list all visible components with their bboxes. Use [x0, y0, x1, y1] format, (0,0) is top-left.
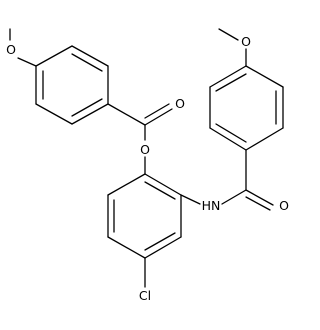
bond: [144, 232, 176, 251]
bond: [218, 28, 239, 41]
bond: [245, 127, 284, 151]
bond: [71, 103, 109, 125]
bond: [144, 108, 173, 126]
bonds: [9, 28, 284, 288]
structure-diagram: O O O HN O O Cl: [6, 28, 289, 303]
bond: [17, 57, 37, 67]
bond: [209, 65, 247, 88]
bond: [144, 103, 170, 119]
bond: [245, 189, 274, 206]
oxygen-methoxy-left-label: O: [6, 42, 16, 57]
bond: [215, 123, 247, 143]
bond: [107, 236, 146, 259]
oxygen-methoxy-right-label: O: [241, 34, 251, 49]
bond: [144, 173, 182, 196]
atom-labels: O O O HN O O Cl: [6, 34, 289, 303]
oxygen-carbonyl-ester-label: O: [175, 96, 185, 111]
bond: [245, 196, 271, 211]
bond: [71, 53, 103, 72]
bond: [245, 65, 284, 88]
bond: [221, 189, 247, 205]
oxygen-ester-label: O: [140, 142, 150, 157]
bond: [180, 194, 201, 205]
oxygen-carbonyl-amide-label: O: [279, 198, 289, 213]
molecule-drawing: O O O HN O O Cl: [6, 28, 289, 303]
bond: [71, 45, 109, 67]
bond: [209, 127, 247, 151]
bond: [144, 236, 182, 259]
nitrogen-amide-label: HN: [202, 198, 221, 213]
bond: [35, 45, 73, 67]
bond: [107, 103, 146, 126]
bond: [71, 98, 103, 117]
chlorine-label: Cl: [139, 288, 151, 303]
bond: [215, 73, 247, 92]
bond: [144, 181, 176, 200]
bond: [107, 173, 146, 196]
bond: [35, 103, 73, 125]
